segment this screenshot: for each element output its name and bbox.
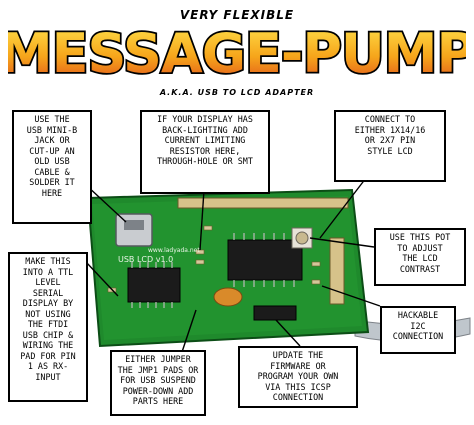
callout-lcd: CONNECT TO EITHER 1X14/16 OR 2X7 PIN STY… <box>334 110 446 182</box>
microcontroller-chip <box>227 233 303 287</box>
callout-pot: USE THIS POT TO ADJUST THE LCD CONTRAST <box>374 228 466 286</box>
capacitor <box>213 287 243 307</box>
contrast-pot <box>291 227 313 249</box>
board-silkscreen: USB LCD v1.0 <box>118 255 173 264</box>
callout-icsp: UPDATE THE FIRMWARE OR PROGRAM YOUR OWN … <box>238 346 358 408</box>
subtitle: A.K.A. USB TO LCD ADAPTER <box>159 88 315 97</box>
callout-backlight: IF YOUR DISPLAY HAS BACK-LIGHTING ADD CU… <box>140 110 270 194</box>
ftdi-chip <box>127 262 181 308</box>
logo-text: MESSAGE-PUMP <box>8 22 466 85</box>
callout-i2c: HACKABLE I2C CONNECTION <box>380 306 456 354</box>
usb-jack <box>115 213 153 247</box>
top-pin-header <box>177 197 349 209</box>
tagline: VERY FLEXIBLE <box>179 8 295 22</box>
logo: MESSAGE-PUMP <box>0 18 474 87</box>
icsp-header <box>253 305 297 321</box>
callout-usb-jack: USE THE USB MINI-B JACK OR CUT-UP AN OLD… <box>12 110 92 224</box>
board-silkscreen-url: www.ladyada.net <box>148 247 200 254</box>
lcd-header-pins <box>329 237 345 305</box>
pointer-lines <box>85 177 381 353</box>
callout-ttl: MAKE THIS INTO A TTL LEVEL SERIAL DISPLA… <box>8 252 88 402</box>
callout-jumper: EITHER JUMPER THE JMP1 PADS OR FOR USB S… <box>110 350 206 416</box>
